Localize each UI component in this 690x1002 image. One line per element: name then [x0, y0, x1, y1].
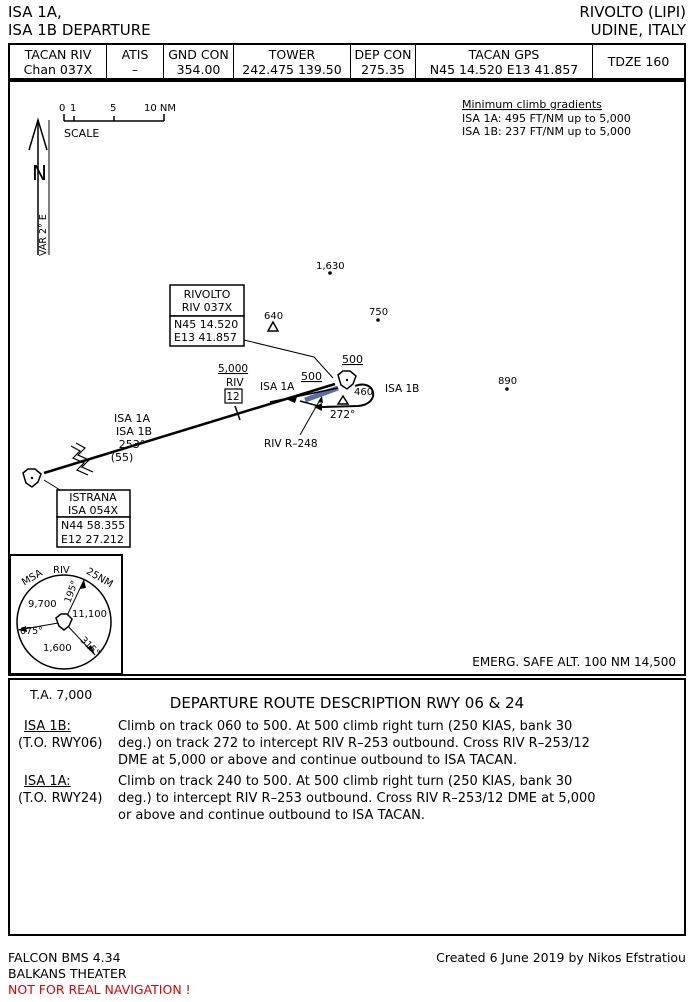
freq-label: ATIS [121, 46, 149, 62]
radial-label: RIV R–248 [264, 438, 318, 450]
route-description-panel: T.A. 7,000 DEPARTURE ROUTE DESCRIPTION R… [8, 678, 686, 936]
climb-gradient-title: Minimum climb gradients [462, 98, 602, 111]
navaid-lon: E12 27.212 [61, 533, 124, 546]
rivolto-navaid-box: RIVOLTO RIV 037X N45 14.520 E13 41.857 [169, 284, 245, 347]
route-name-1b: ISA 1B: [24, 719, 71, 734]
procedure-title-2: ISA 1B DEPARTURE [8, 21, 151, 39]
spot-elevation-dot [376, 318, 380, 322]
route-label: ISA 1A [114, 412, 150, 425]
msa-box: MSA RIV 25NM 9,700 11,100 1,600 195° 075… [10, 554, 123, 674]
obstacle-icon [266, 320, 280, 332]
isa1a-label: ISA 1A [260, 381, 295, 393]
spot-elevation-dot [328, 271, 332, 275]
spot-elevation-dot [505, 387, 509, 391]
heading-272: 272° [330, 409, 355, 421]
airport-name: RIVOLTO (LIPI) [579, 3, 686, 21]
scale-label: 10 NM [144, 103, 176, 114]
istrana-navaid-box: ISTRANA ISA 054X N44 58.355 E12 27.212 [56, 489, 131, 548]
emergency-safe-altitude: EMERG. SAFE ALT. 100 NM 14,500 [472, 655, 676, 669]
route-distance: (55) [111, 451, 134, 464]
fix-dme: 12 [226, 391, 239, 403]
scale-label: 5 [110, 103, 116, 114]
footer-warning: NOT FOR REAL NAVIGATION ! [8, 982, 191, 997]
navaid-lat: N44 58.355 [61, 519, 125, 532]
isa1b-label: ISA 1B [385, 383, 419, 395]
climb-gradient-1b: ISA 1B: 237 FT/NM up to 5,000 [462, 125, 631, 138]
footer-credit: Created 6 June 2019 by Nikos Efstratiou [436, 950, 686, 965]
msa-bearing: 075° [20, 626, 43, 637]
scale-bar: 0 1 5 10 NM SCALE [59, 103, 176, 140]
route-track: 253° [119, 438, 146, 451]
freq-value: – [131, 61, 139, 77]
north-label: N [32, 161, 47, 185]
freq-label: TOWER [268, 46, 316, 62]
freq-value: 275.35 [361, 61, 405, 77]
msa-sector-alt: 1,600 [43, 643, 72, 654]
footer-theater: BALKANS THEATER [8, 966, 127, 981]
navaid-name: RIVOLTO [184, 288, 231, 301]
altitude-500: 500 [342, 353, 363, 366]
route-text-line: Climb on track 240 to 500. At 500 climb … [118, 774, 573, 789]
navaid-name: ISTRANA [69, 491, 117, 504]
freq-value: N45 14.520 E13 41.857 [429, 61, 579, 77]
spot-elevation: 1,630 [316, 261, 345, 272]
spot-elevation: 890 [498, 376, 517, 387]
variation-label: VAR 2° E [38, 214, 49, 256]
msa-navaid: RIV [53, 565, 70, 576]
route-text-line: deg.) to intercept RIV R–253 outbound. C… [118, 791, 596, 806]
obstacle-icon [336, 394, 350, 405]
description-title: DEPARTURE ROUTE DESCRIPTION RWY 06 & 24 [169, 694, 525, 712]
route-text-line: or above and continue outbound to ISA TA… [118, 808, 425, 823]
msa-sector-alt: 9,700 [28, 599, 57, 610]
map-canvas: 0 1 5 10 NM SCALE N VAR 2° E Minimum cli… [10, 98, 676, 674]
route-text-line: DME at 5,000 or above and continue outbo… [118, 753, 518, 768]
navaid-id: ISA 054X [68, 504, 118, 517]
freq-label: GND CON [168, 46, 229, 62]
airport-city: UDINE, ITALY [590, 21, 686, 39]
navaid-lat: N45 14.520 [174, 318, 238, 331]
obstacle-elevation: 460 [354, 387, 373, 398]
freq-label: DEP CON [354, 46, 412, 62]
tacan-rivolto-icon [337, 370, 357, 390]
route-takeoff-1a: (T.O. RWY24) [18, 791, 103, 806]
spot-elevation: 640 [264, 311, 283, 322]
spot-elevation: 750 [369, 307, 388, 318]
scale-title: SCALE [64, 127, 99, 140]
north-arrow-icon: N VAR 2° E [28, 117, 50, 256]
runway [304, 385, 339, 403]
freq-value: Chan 037X [23, 61, 93, 77]
freq-tdze: TDZE 160 [593, 45, 684, 78]
navaid-lon: E13 41.857 [174, 331, 237, 344]
scale-label: 0 [59, 103, 65, 114]
scale-label: 1 [70, 103, 76, 114]
navaid-id: RIV 037X [182, 301, 233, 314]
tacan-istrana-icon [22, 468, 42, 488]
altitude-500: 500 [301, 370, 322, 383]
transition-altitude: T.A. 7,000 [30, 687, 93, 702]
footer-sim: FALCON BMS 4.34 [8, 950, 121, 965]
route-label: ISA 1B [116, 425, 152, 438]
fix-altitude: 5,000 [218, 363, 248, 375]
climb-gradient-1a: ISA 1A: 495 FT/NM up to 5,000 [462, 112, 631, 125]
fix-navaid: RIV [226, 377, 244, 389]
route-text-line: Climb on track 060 to 500. At 500 climb … [118, 719, 573, 734]
freq-atis: ATIS– [107, 45, 164, 78]
freq-value: 354.00 [176, 61, 221, 77]
chart-map: 0 1 5 10 NM SCALE N VAR 2° E Minimum cli… [8, 80, 686, 676]
route-text-line: deg.) on track 272 to intercept RIV R–25… [118, 736, 590, 751]
freq-label: TDZE 160 [607, 54, 670, 69]
freq-value: 242.475 139.50 [242, 61, 342, 77]
freq-label: TACAN RIV [24, 46, 92, 62]
route-takeoff-1b: (T.O. RWY06) [18, 736, 103, 751]
freq-label: TACAN GPS [468, 46, 540, 62]
route-name-1a: ISA 1A: [24, 774, 71, 789]
msa-sector-alt: 11,100 [72, 609, 107, 620]
procedure-title-1: ISA 1A, [8, 3, 62, 21]
